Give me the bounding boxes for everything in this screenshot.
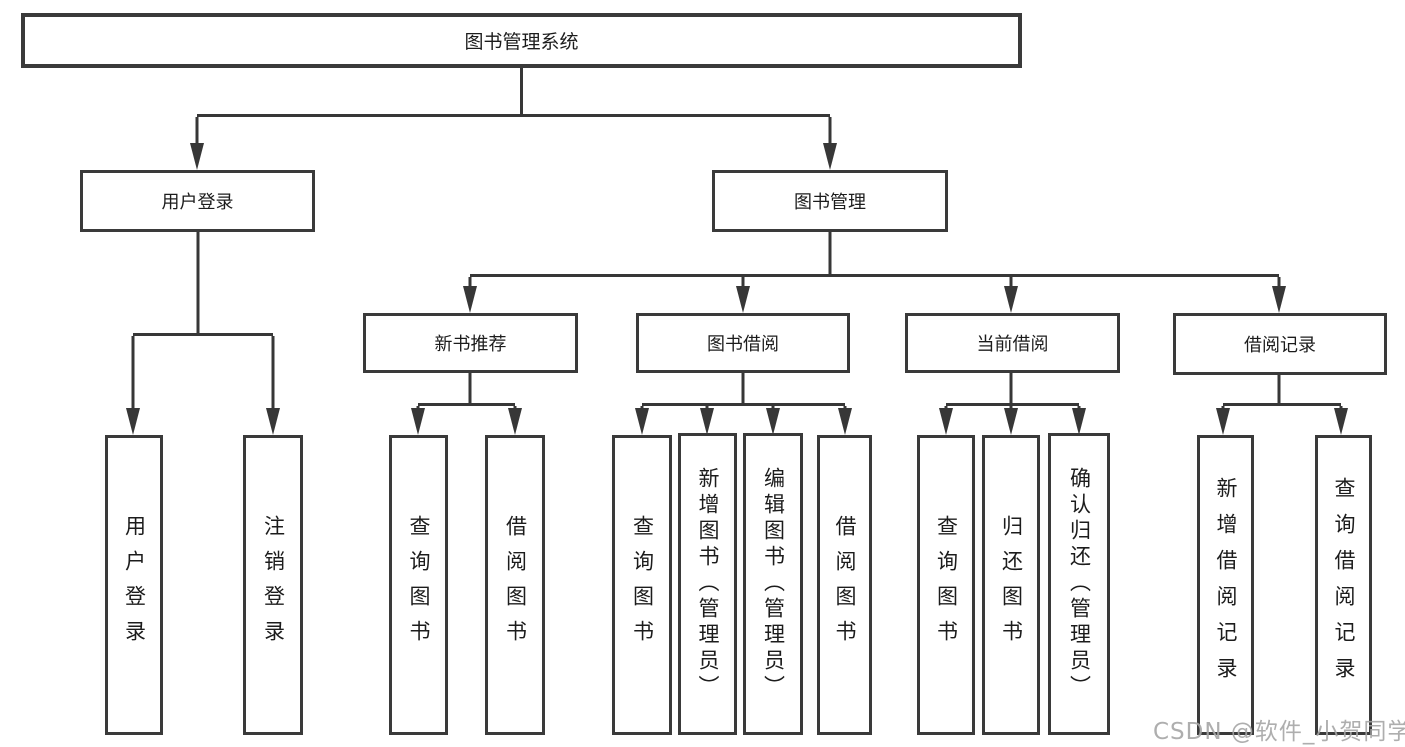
connector-root-to-level2 xyxy=(190,68,837,170)
leaf-return-books-label: 归还图书 xyxy=(999,515,1024,655)
leaf-query-books-current: 查询图书 xyxy=(917,435,975,735)
leaf-query-borrow-record: 查询借阅记录 xyxy=(1315,435,1372,735)
leaf-user-login: 用户登录 xyxy=(105,435,163,735)
csdn-watermark: CSDN @软件_小贺同学 xyxy=(1153,719,1405,745)
leaf-add-book-admin-label: 新增图书（管理员） xyxy=(696,467,721,701)
leaf-query-borrow-record-label: 查询借阅记录 xyxy=(1332,477,1357,693)
connector-book-borrowing-to-leaves xyxy=(635,373,852,435)
node-library-management-system: 图书管理系统 xyxy=(21,13,1022,68)
leaf-return-books: 归还图书 xyxy=(982,435,1040,735)
leaf-borrow-books-recommend: 借阅图书 xyxy=(485,435,545,735)
leaf-confirm-return-admin-label: 确认归还（管理员） xyxy=(1067,467,1092,701)
node-book-management: 图书管理 xyxy=(712,170,948,232)
leaf-query-books-recommend: 查询图书 xyxy=(389,435,448,735)
connector-current-borrowing-to-leaves xyxy=(939,373,1086,435)
leaf-query-books-borrowing: 查询图书 xyxy=(612,435,672,735)
node-new-book-recommend: 新书推荐 xyxy=(363,313,578,373)
connector-borrowing-records-to-leaves xyxy=(1216,373,1348,435)
leaf-borrow-books: 借阅图书 xyxy=(817,435,872,735)
node-borrowing-records: 借阅记录 xyxy=(1173,313,1387,375)
leaf-query-books-recommend-label: 查询图书 xyxy=(407,515,432,655)
leaf-query-books-current-label: 查询图书 xyxy=(934,515,959,655)
leaf-query-books-borrowing-label: 查询图书 xyxy=(630,515,655,655)
leaf-logout: 注销登录 xyxy=(243,435,303,735)
connector-user-login-to-leaves xyxy=(126,232,280,435)
connector-new-book-recommend-to-leaves xyxy=(411,373,522,435)
leaf-logout-label: 注销登录 xyxy=(261,515,286,655)
leaf-add-borrow-record: 新增借阅记录 xyxy=(1197,435,1254,735)
leaf-edit-book-admin-label: 编辑图书（管理员） xyxy=(761,467,786,701)
leaf-add-borrow-record-label: 新增借阅记录 xyxy=(1214,477,1239,693)
leaf-add-book-admin: 新增图书（管理员） xyxy=(678,433,737,735)
connector-book-management-to-sections xyxy=(463,232,1286,313)
leaf-borrow-books-label: 借阅图书 xyxy=(833,515,858,655)
leaf-confirm-return-admin: 确认归还（管理员） xyxy=(1048,433,1110,735)
node-user-login: 用户登录 xyxy=(80,170,315,232)
node-current-borrowing: 当前借阅 xyxy=(905,313,1120,373)
node-book-borrowing: 图书借阅 xyxy=(636,313,850,373)
leaf-user-login-label: 用户登录 xyxy=(122,515,147,655)
leaf-borrow-books-recommend-label: 借阅图书 xyxy=(503,515,528,655)
leaf-edit-book-admin: 编辑图书（管理员） xyxy=(743,433,803,735)
